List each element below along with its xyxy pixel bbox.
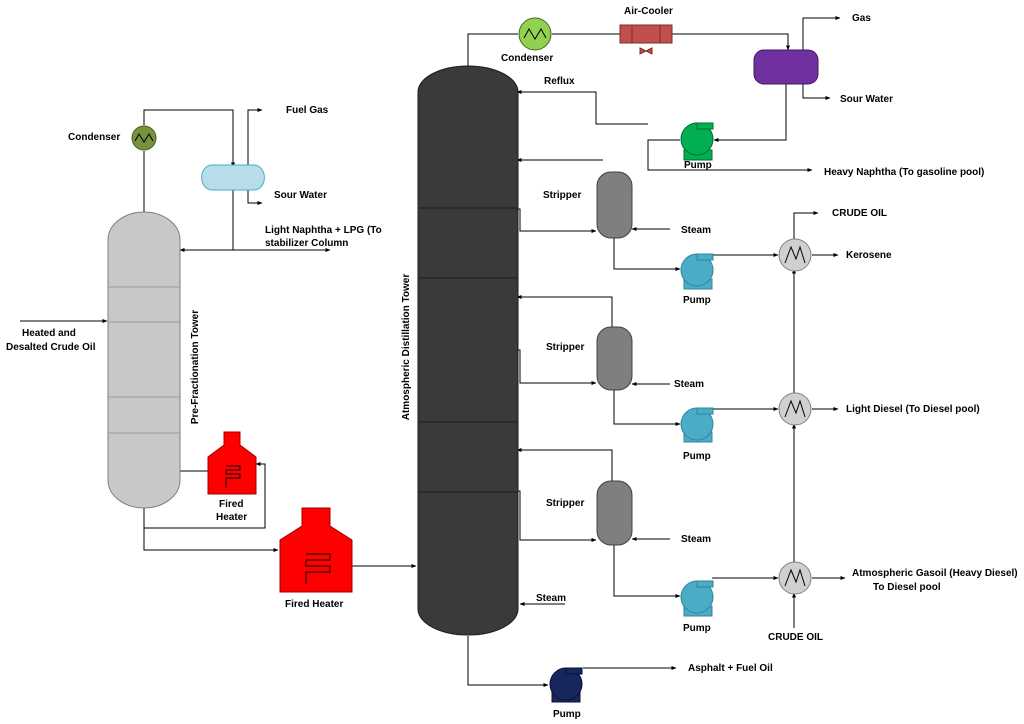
light-naphtha-label-1: Light Naphtha + LPG (To	[265, 225, 382, 236]
pump-reflux-label: Pump	[684, 160, 712, 171]
pre-fractionation-tower[interactable]	[107, 211, 181, 509]
air-cooler-label: Air-Cooler	[624, 6, 673, 17]
pump-1-label: Pump	[683, 295, 711, 306]
steam-1-label: Steam	[681, 225, 711, 236]
crude-oil-top-label: CRUDE OIL	[832, 208, 887, 219]
sour-water-pre-label: Sour Water	[274, 190, 327, 201]
feed-label-1: Heated and	[22, 328, 76, 339]
heat-exchanger-3[interactable]	[778, 561, 812, 595]
kerosene-label: Kerosene	[846, 250, 892, 261]
crude-oil-bottom-label: CRUDE OIL	[768, 632, 823, 643]
fired-heater-small-label-2: Heater	[216, 512, 247, 523]
pump-3-label: Pump	[683, 623, 711, 634]
light-diesel-label: Light Diesel (To Diesel pool)	[846, 404, 980, 415]
fired-heater-small-label-1: Fired	[219, 499, 243, 510]
steam-3-label: Steam	[681, 534, 711, 545]
pump-2-label: Pump	[683, 451, 711, 462]
heavy-naphtha-label: Heavy Naphtha (To gasoline pool)	[824, 167, 984, 178]
condenser-icon[interactable]	[131, 125, 157, 151]
fuel-gas-label: Fuel Gas	[286, 105, 329, 116]
atmospheric-distillation-tower[interactable]	[417, 65, 519, 636]
heat-exchanger-1[interactable]	[778, 238, 812, 272]
heat-exchanger-2[interactable]	[778, 392, 812, 426]
stripper-1[interactable]	[596, 171, 633, 239]
condenser-top-icon[interactable]	[518, 17, 552, 51]
stripper-3[interactable]	[596, 480, 633, 546]
asphalt-label: Asphalt + Fuel Oil	[688, 663, 773, 674]
steam-2-label: Steam	[674, 379, 704, 390]
gas-label: Gas	[852, 13, 871, 24]
light-naphtha-label-2: stabilizer Column	[265, 238, 348, 249]
stripper-2-label: Stripper	[546, 342, 584, 353]
pump-bottom-label: Pump	[553, 709, 581, 720]
sour-water-top-label: Sour Water	[840, 94, 893, 105]
side-pump-2[interactable]	[680, 407, 714, 443]
reflux-label: Reflux	[544, 76, 575, 87]
ago-label-1: Atmospheric Gasoil (Heavy Diesel)	[852, 568, 1018, 579]
overhead-drum[interactable]	[753, 49, 819, 85]
stripper-2[interactable]	[596, 326, 633, 391]
reflux-pump[interactable]	[680, 122, 714, 161]
side-pump-1[interactable]	[680, 253, 714, 290]
stripper-3-label: Stripper	[546, 498, 584, 509]
ago-label-2: To Diesel pool	[873, 582, 941, 593]
bottom-pump[interactable]	[549, 667, 583, 703]
condenser-top-label: Condenser	[501, 53, 553, 64]
pre-tower-label: Pre-Fractionation Tower	[190, 310, 201, 424]
side-pump-3[interactable]	[680, 580, 714, 617]
air-cooler[interactable]	[619, 24, 673, 55]
feed-label-2: Desalted Crude Oil	[6, 342, 96, 353]
fired-heater-small[interactable]	[207, 431, 257, 495]
process-lines	[20, 16, 846, 687]
fired-heater-main-label: Fired Heater	[285, 599, 343, 610]
steam-bottom-label: Steam	[536, 593, 566, 604]
stripper-1-label: Stripper	[543, 190, 581, 201]
reflux-drum[interactable]	[201, 164, 265, 191]
condenser-pre-label: Condenser	[68, 132, 120, 143]
fired-heater-main[interactable]	[279, 507, 353, 593]
atm-tower-label: Atmospheric Distillation Tower	[401, 274, 412, 421]
